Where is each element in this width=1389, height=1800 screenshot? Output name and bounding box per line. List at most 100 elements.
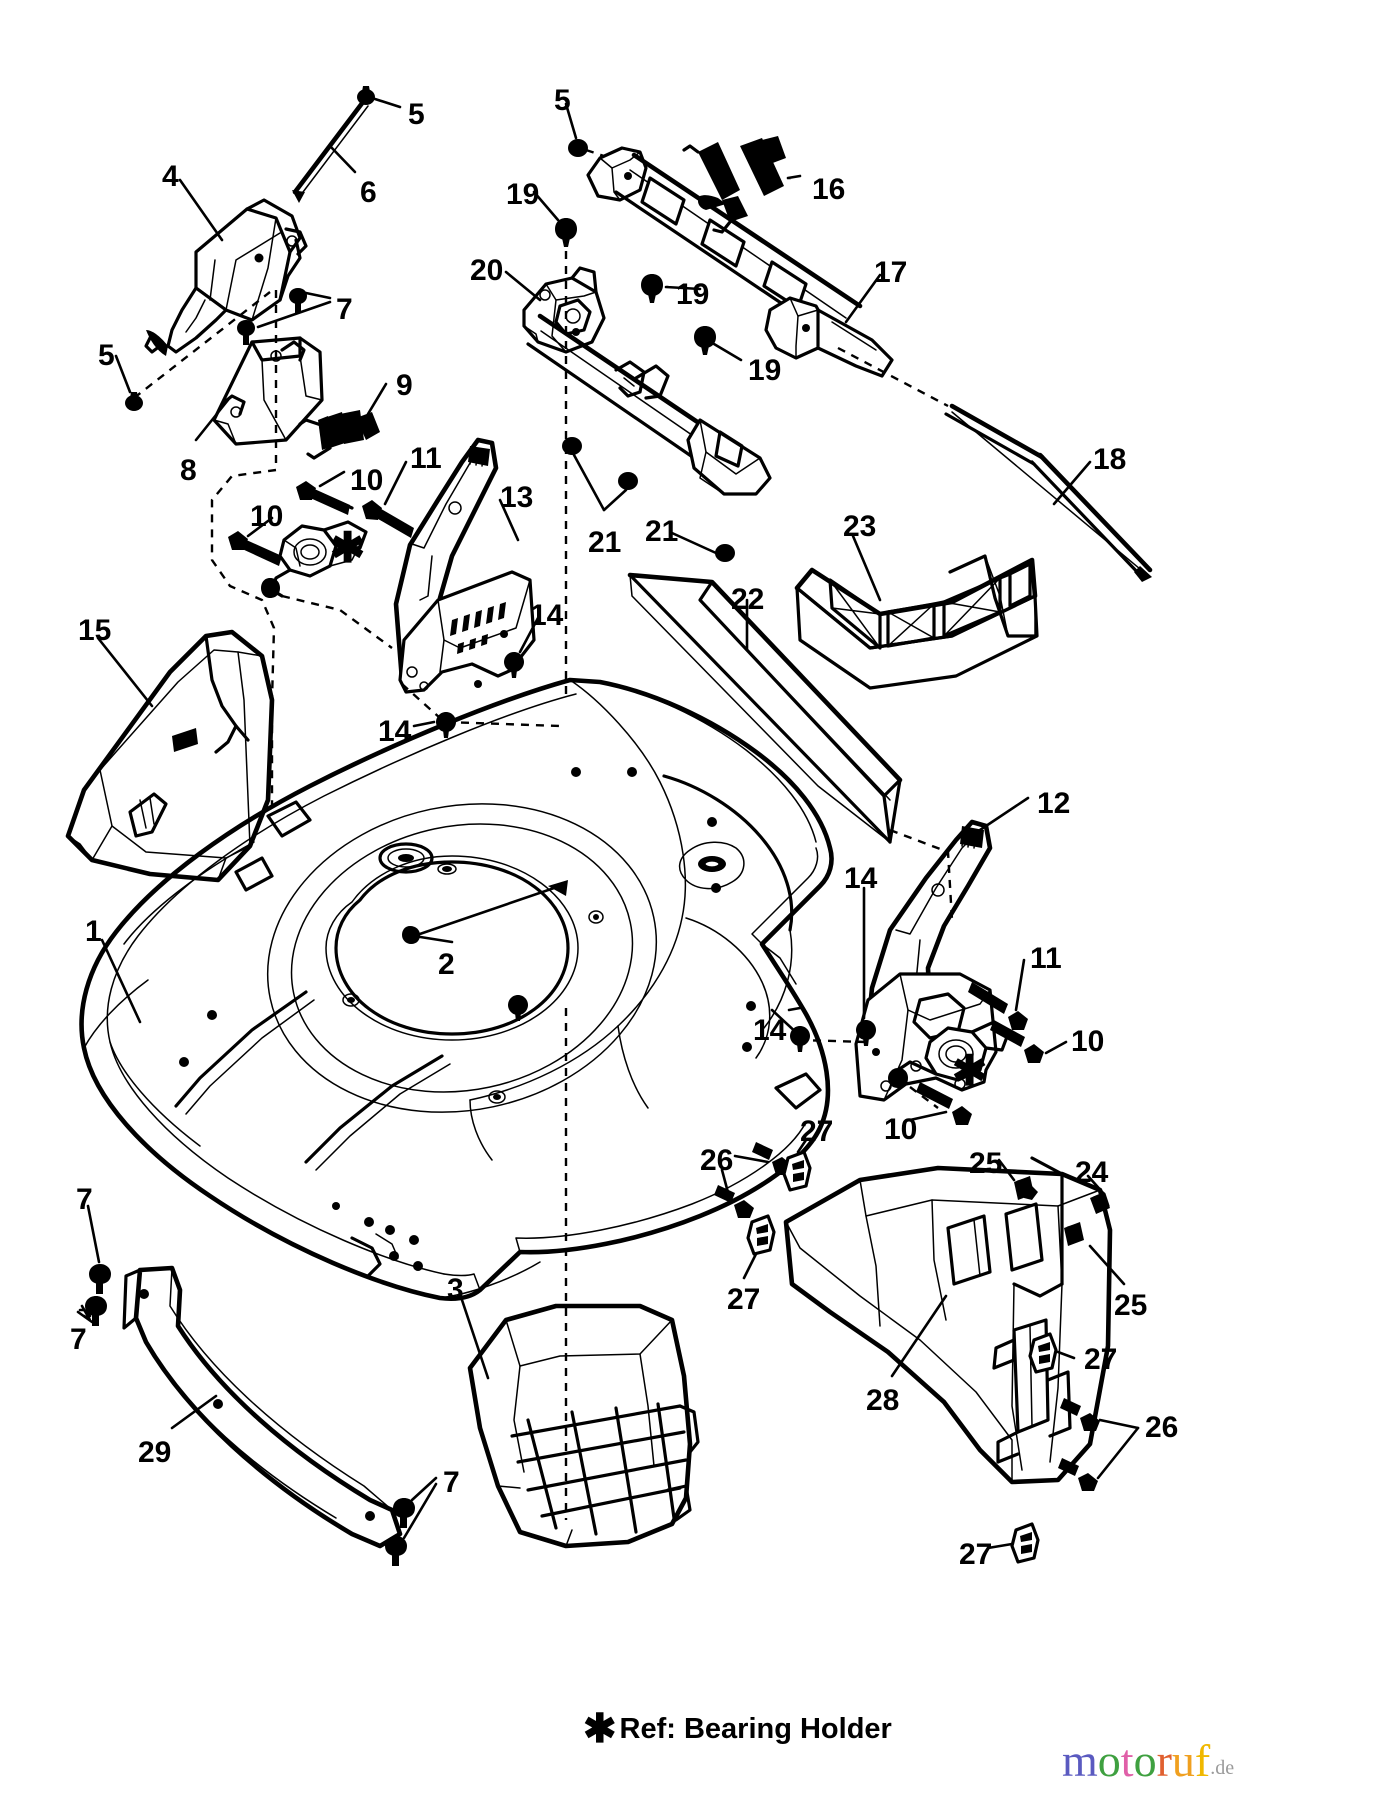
part-2-marker: [402, 926, 420, 944]
dash-17-to-rod18: [837, 346, 949, 408]
part-22-deflector-baffle: [627, 572, 903, 844]
callout-7-b: 7: [76, 1183, 93, 1216]
callout-19-c: 19: [748, 354, 782, 387]
leader-27d: [986, 1542, 1014, 1550]
part-3-mulch-plug: [467, 1303, 700, 1549]
part-19-nut-b: [641, 274, 663, 303]
part-13-left-height-adjuster-arm: [393, 437, 536, 694]
part-27-clip-d: [1010, 1522, 1040, 1564]
leader-5-mid: [564, 102, 578, 140]
callout-18: 18: [1093, 443, 1127, 476]
leader-12: [978, 796, 1030, 832]
callout-21-b: 21: [645, 515, 679, 548]
leader-26a-2: [720, 1168, 732, 1202]
reference-footnote: ✱Ref: Bearing Holder: [583, 1706, 892, 1752]
part-5-fastener-lower-left: [125, 392, 143, 411]
callout-28: 28: [866, 1384, 900, 1417]
wm-suffix: .de: [1210, 1757, 1235, 1779]
dash-12-left: [799, 1038, 867, 1044]
part-11-shoulder-bolt: [362, 500, 414, 538]
part-9-torsion-spring: [298, 410, 380, 460]
part-21-rivet-c: [618, 472, 638, 490]
leader-25b: [1088, 1244, 1126, 1286]
part-27-clip-a: [782, 1150, 812, 1192]
part-8-lower-handle-bracket: [212, 336, 324, 446]
leader-19b: [664, 285, 702, 291]
leader-1: [100, 938, 142, 1024]
leader-2a: [412, 934, 454, 944]
leader-13: [498, 498, 520, 542]
callout-21-a: 21: [588, 526, 622, 559]
part-7-screws-upper: [237, 288, 307, 345]
callout-9: 9: [396, 369, 413, 402]
lower-handle-tube: [526, 313, 772, 496]
callout-27-d: 27: [959, 1538, 993, 1571]
callout-3: 3: [447, 1273, 464, 1306]
leader-20: [504, 270, 542, 302]
callout-27-a: 27: [800, 1115, 834, 1148]
leader-11b: [1014, 958, 1026, 1012]
leader-23: [851, 534, 882, 602]
part-1-mower-deck: [79, 677, 834, 1302]
leader-10c: [1044, 1040, 1068, 1055]
part-21-rivet-a: [562, 437, 582, 455]
wm-letter-o1: o: [1097, 1735, 1121, 1786]
callout-10-a: 10: [350, 464, 384, 497]
callout-7-d: 7: [443, 1466, 460, 1499]
callout-25-b: 25: [1114, 1289, 1148, 1322]
callout-14-c: 14: [844, 862, 878, 895]
part-7-screw-bc-1: [393, 1498, 415, 1528]
leader-10b: [246, 516, 274, 538]
part-20-control-bracket: [522, 266, 606, 354]
part-26-screw-c: [1060, 1398, 1100, 1431]
part-27-clip-c: [1028, 1332, 1058, 1374]
leader-10d: [908, 1110, 948, 1122]
part-11-shoulder-bolt-right: [968, 982, 1028, 1030]
wm-letter-o2: o: [1133, 1735, 1157, 1786]
callout-24: 24: [1075, 1156, 1109, 1189]
part-18-long-rod: [944, 403, 1153, 582]
callout-14-a: 14: [530, 599, 564, 632]
leader-9: [366, 382, 388, 416]
part-10-bolt-right-lower: [916, 1082, 972, 1125]
callout-22: 22: [731, 583, 765, 616]
callout-14-b: 14: [378, 715, 412, 748]
callout-6: 6: [360, 176, 377, 209]
callout-19-b: 19: [676, 278, 710, 311]
part-15-rear-cover: [65, 629, 275, 883]
leader-7b: [86, 1204, 101, 1264]
part-21-rivet-b: [715, 544, 735, 562]
leader-27a: [796, 1138, 808, 1154]
callout-27-c: 27: [1084, 1343, 1118, 1376]
part-29-front-bumper-bar: [122, 1265, 403, 1549]
part-10-bolt-right-upper: [990, 1020, 1044, 1063]
leader-2b: [412, 884, 562, 938]
leader-26a-1: [733, 1154, 770, 1164]
motoruf-watermark: motoruf.de: [1062, 1734, 1234, 1787]
reference-star-left: ✱: [330, 524, 366, 571]
leader-14b: [412, 720, 436, 728]
part-14-nut-a: [504, 652, 524, 678]
leader-19c: [712, 342, 743, 362]
leader-7a-1: [304, 291, 332, 300]
part-14-nut-d: [856, 1020, 876, 1046]
part-7-screw-bl-2: [85, 1296, 107, 1326]
part-10-bolt-upper: [296, 481, 354, 515]
leader-7d-2: [402, 1482, 438, 1540]
callout-15: 15: [78, 614, 112, 647]
part-10-bolt-lower: [228, 531, 282, 566]
wm-letter-u: u: [1171, 1735, 1195, 1786]
leader-6: [328, 144, 357, 174]
dash-22-to-12: [889, 828, 954, 921]
leader-15: [96, 636, 154, 708]
dash-assembly-left: [210, 468, 277, 810]
part-5-fastener-top-left: [357, 86, 375, 105]
callout-25-a: 25: [969, 1147, 1003, 1180]
callout-16: 16: [812, 173, 846, 206]
leader-26b-2: [1096, 1426, 1140, 1480]
wm-letter-r: r: [1156, 1735, 1172, 1786]
callout-5-top-left: 5: [408, 98, 425, 131]
leader-21a: [572, 453, 606, 512]
